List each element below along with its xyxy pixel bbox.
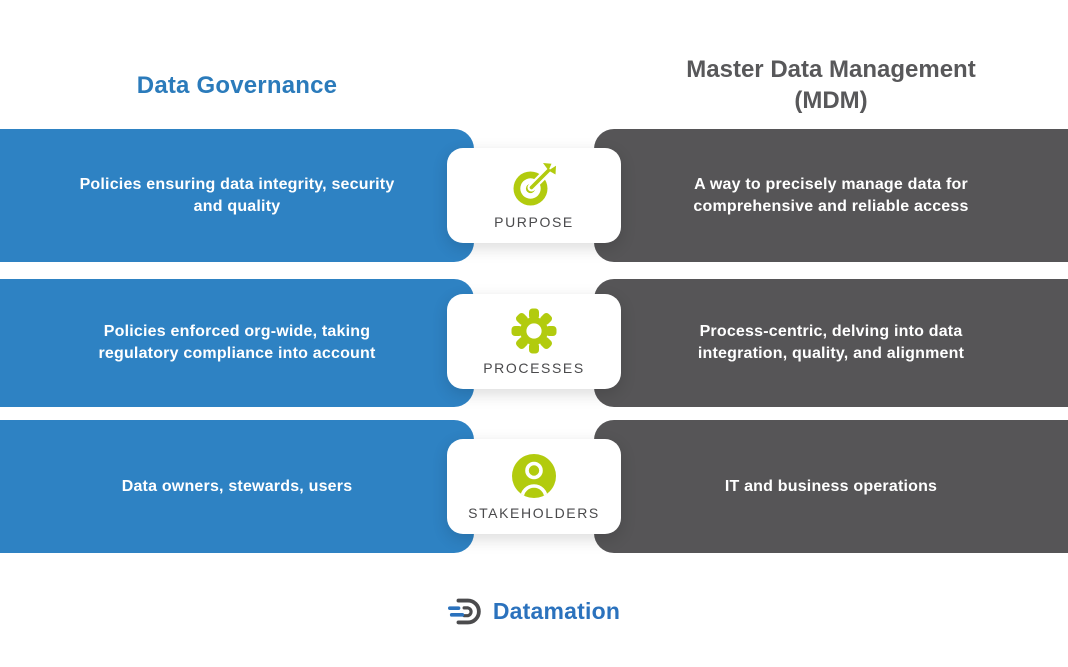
- governance-purpose-text: Policies ensuring data integrity, securi…: [79, 175, 395, 215]
- purpose-card-label: PURPOSE: [494, 214, 574, 230]
- right-column-title-line1: Master Data Management: [686, 56, 976, 83]
- purpose-card: PURPOSE: [447, 148, 621, 243]
- target-icon: [513, 163, 556, 206]
- governance-processes-box: Policies enforced org-wide, taking regul…: [0, 279, 474, 407]
- mdm-processes-text: Process-centric, delving into data integ…: [697, 323, 965, 362]
- person-icon: [512, 454, 556, 498]
- governance-stakeholders-text: Data owners, stewards, users: [121, 477, 353, 495]
- mdm-stakeholders-text: IT and business operations: [724, 477, 938, 495]
- mdm-stakeholders-box: IT and business operations: [594, 420, 1068, 553]
- right-column-title-line2: (MDM): [794, 87, 868, 114]
- left-column-title: Data Governance: [136, 72, 338, 99]
- right-column-title: Master Data Management (MDM): [594, 54, 1068, 116]
- processes-card-label: PROCESSES: [483, 360, 585, 376]
- stakeholders-card: STAKEHOLDERS: [447, 439, 621, 534]
- mdm-processes-box: Process-centric, delving into data integ…: [594, 279, 1068, 407]
- mdm-purpose-box: A way to precisely manage data for compr…: [594, 129, 1068, 262]
- governance-purpose-box: Policies ensuring data integrity, securi…: [0, 129, 474, 262]
- stakeholders-card-label: STAKEHOLDERS: [468, 505, 600, 521]
- mdm-purpose-text: A way to precisely manage data for compr…: [693, 175, 969, 215]
- datamation-logo: Datamation: [0, 592, 1068, 630]
- governance-processes-text: Policies enforced org-wide, taking regul…: [98, 323, 376, 362]
- processes-card: PROCESSES: [447, 294, 621, 389]
- datamation-d-icon: [447, 598, 481, 624]
- governance-stakeholders-box: Data owners, stewards, users: [0, 420, 474, 553]
- datamation-logo-text: Datamation: [492, 597, 621, 624]
- gear-icon: [511, 308, 557, 354]
